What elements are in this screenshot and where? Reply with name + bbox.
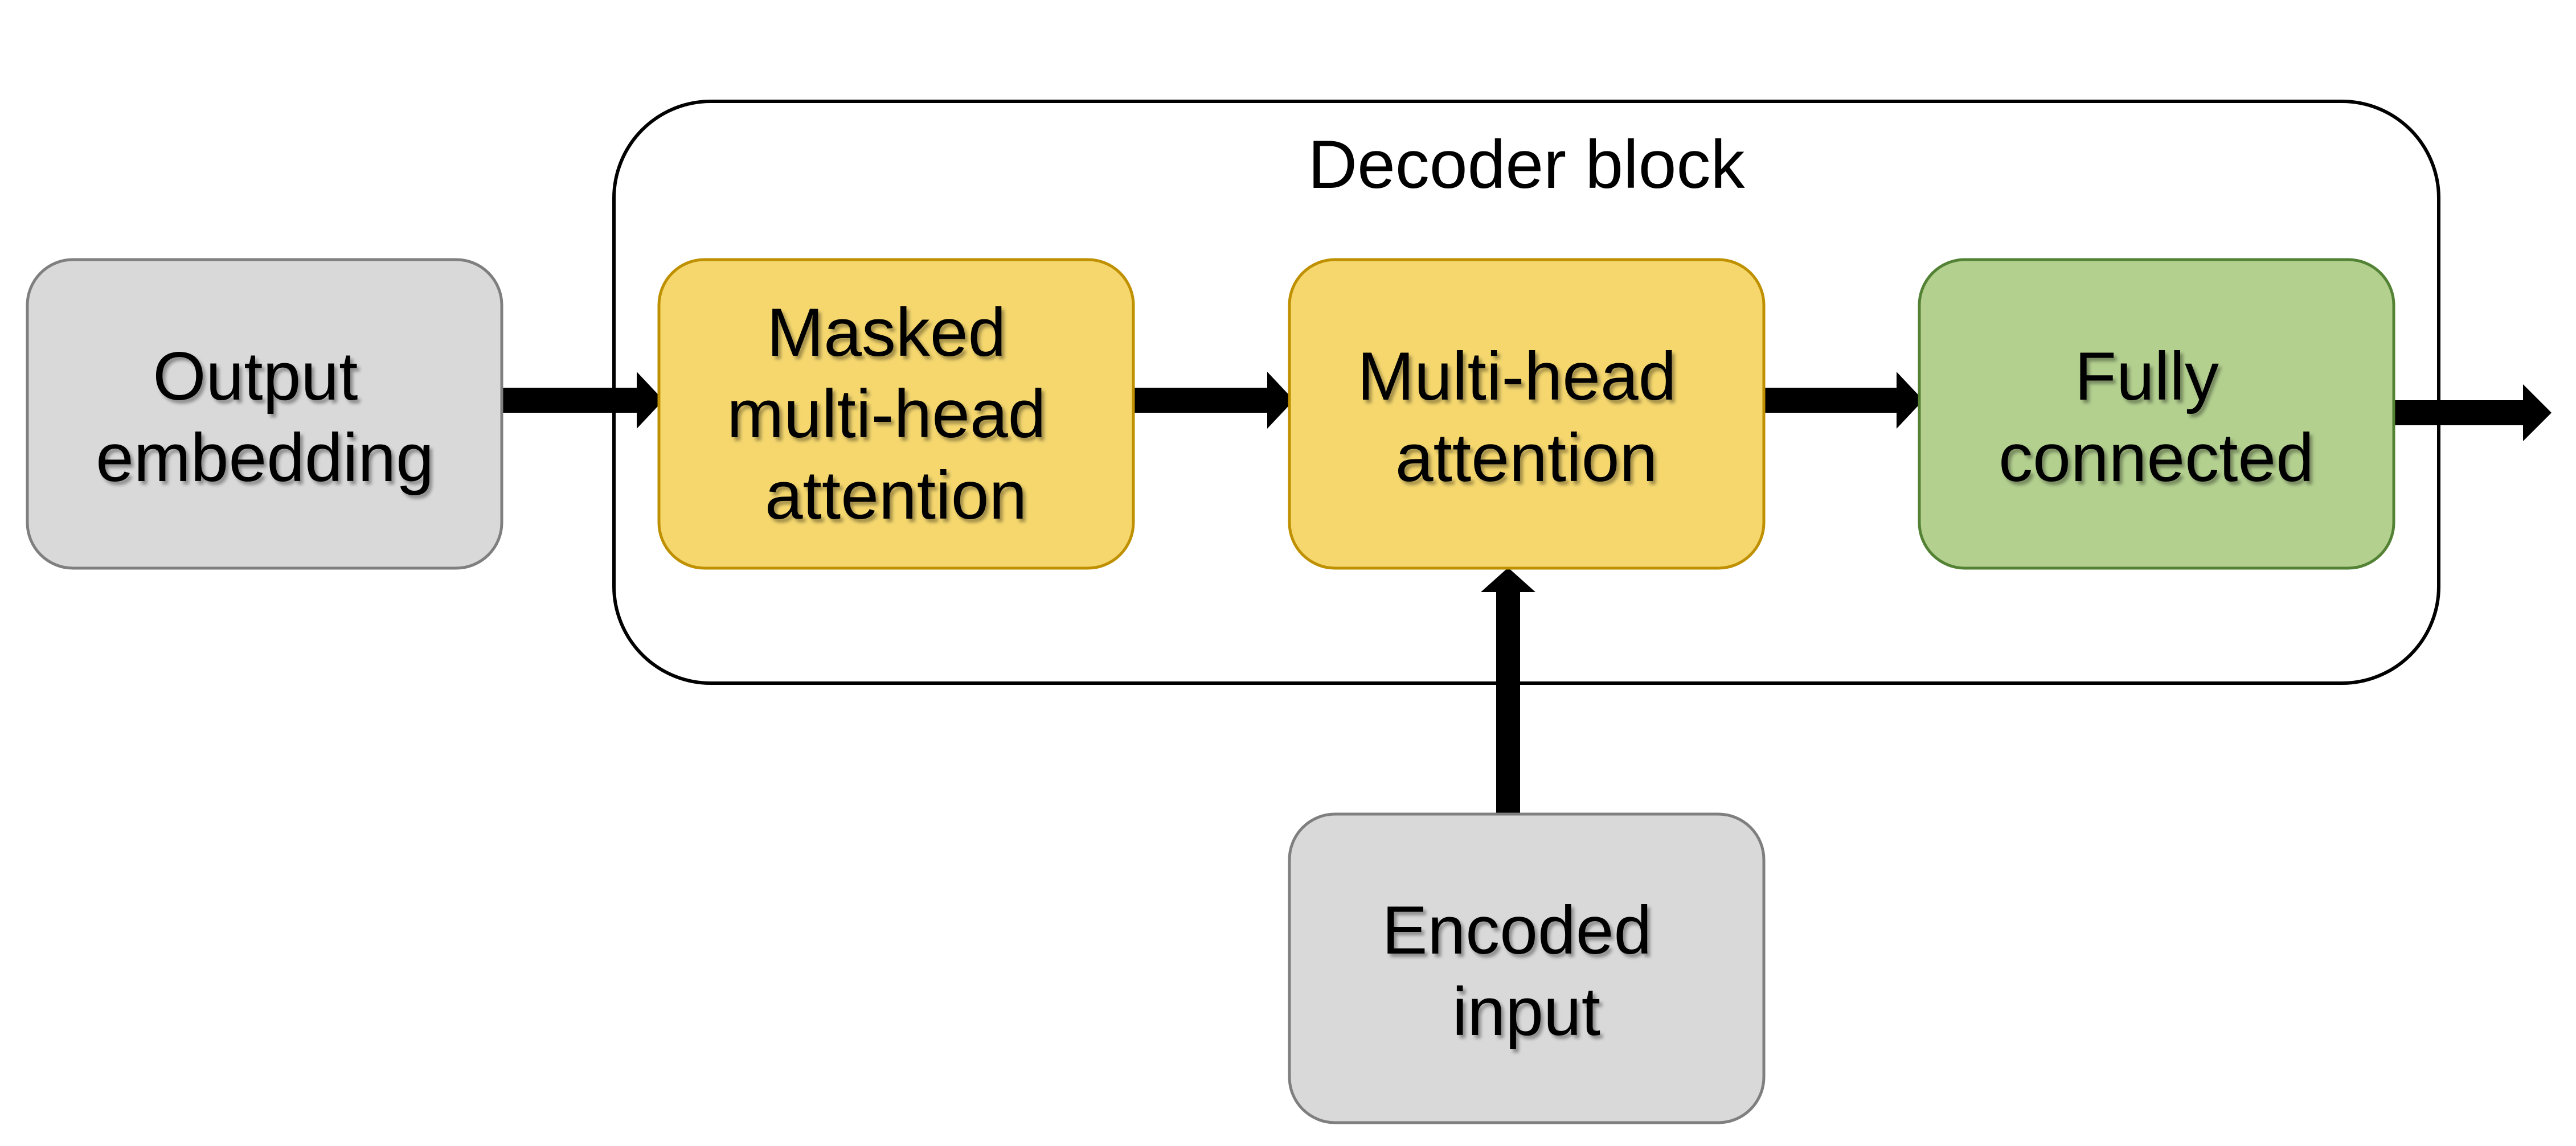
fully-connected-box [1918, 258, 2395, 570]
arrow-output [2394, 384, 2552, 441]
arrow-multihead-to-fully-connected [1764, 372, 1923, 429]
output-embedding-box [26, 258, 503, 570]
fully-connected-label: Fully connected [1998, 338, 2314, 496]
decoder-block-title: Decoder block [1308, 126, 1745, 203]
encoded-input-label: Encoded input [1382, 892, 1670, 1050]
fully-connected-node: Fully connected [1918, 258, 2395, 570]
multihead-attention-label: Multi-head attention [1357, 338, 1696, 496]
encoded-input-node: Encoded input [1288, 812, 1766, 1124]
output-embedding-label: Output embedding [96, 338, 434, 496]
multihead-attention-box [1288, 258, 1766, 570]
output-embedding-node: Output embedding [26, 258, 503, 570]
multihead-attention-node: Multi-head attention [1288, 258, 1766, 570]
arrow-encoded-to-multihead [1481, 568, 1535, 814]
masked-multihead-attention-box [657, 258, 1135, 570]
masked-multihead-attention-label: Masked multi-head attention [727, 294, 1065, 533]
arrows [503, 372, 2552, 814]
arrow-masked-to-multihead [1133, 372, 1294, 429]
arrow-embedding-to-masked [503, 372, 664, 429]
masked-multihead-attention-node: Masked multi-head attention [657, 258, 1135, 570]
encoded-input-box [1288, 812, 1766, 1124]
decoder-block: Decoder block [612, 100, 2440, 685]
